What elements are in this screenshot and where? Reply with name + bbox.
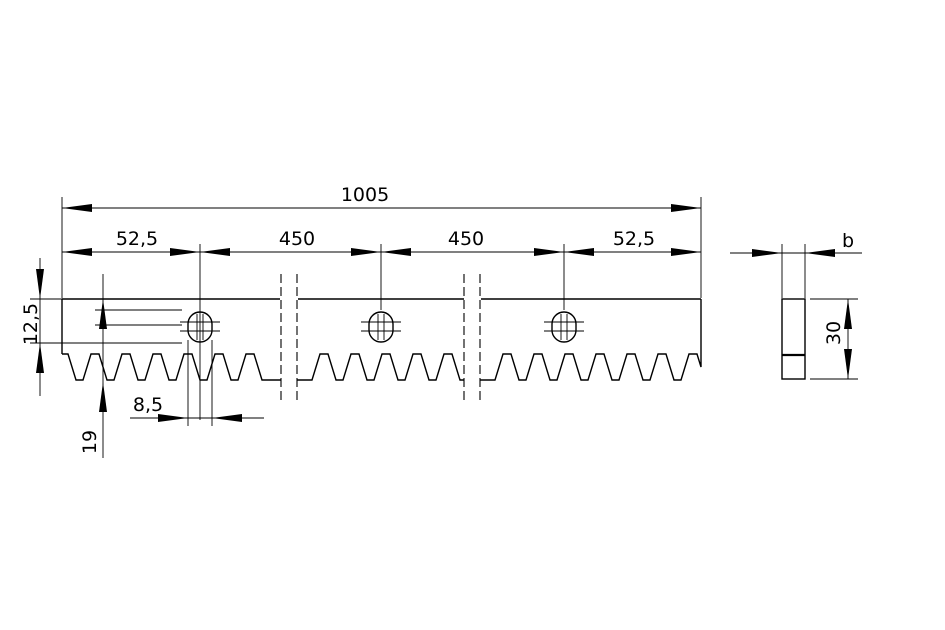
hole-spacing-dimensions: 52,5 450 450 52,5 xyxy=(62,228,701,420)
hole-center-height-label: 12,5 xyxy=(20,303,42,345)
slot-width-dimension: 8,5 xyxy=(130,340,264,426)
rack-width-label: b xyxy=(842,230,854,252)
tooth-height-label: 19 xyxy=(79,430,101,454)
tooth-height-dimension: 19 xyxy=(79,274,182,458)
slot-width-label: 8,5 xyxy=(133,394,163,416)
mounting-slot-2 xyxy=(361,311,401,343)
mounting-slot-3 xyxy=(544,311,584,343)
hole-center-height-dimension: 12,5 xyxy=(20,258,182,396)
end-offset-left-label: 52,5 xyxy=(116,228,158,250)
hole-spacing-1-label: 450 xyxy=(279,228,315,250)
rack-teeth-section-1 xyxy=(62,353,281,381)
overall-length-dimension: 1005 xyxy=(61,184,702,298)
rack-teeth-section-2 xyxy=(297,353,464,381)
rack-front-view xyxy=(61,274,702,404)
overall-length-label: 1005 xyxy=(341,184,389,206)
hole-spacing-2-label: 450 xyxy=(448,228,484,250)
rack-teeth-section-3 xyxy=(480,353,702,381)
rack-height-label: 30 xyxy=(823,321,845,345)
end-offset-right-label: 52,5 xyxy=(613,228,655,250)
rack-side-view: b 30 xyxy=(730,230,862,380)
